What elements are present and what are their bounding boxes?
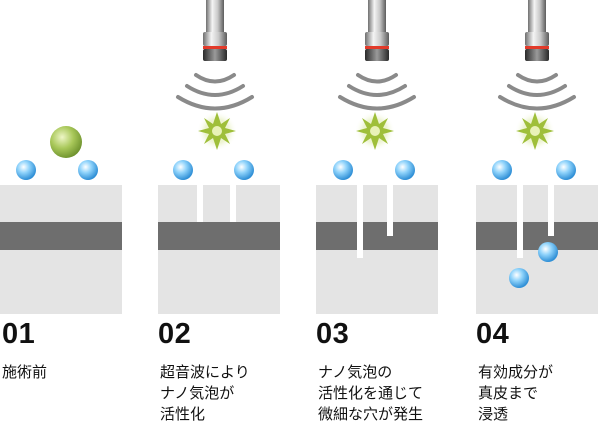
caption-line: 真皮まで xyxy=(478,384,539,402)
step-2-number: 02 xyxy=(158,318,192,350)
burst-star-icon xyxy=(355,111,395,151)
step-3-caption: ナノ気泡の 活性化を通じて 微細な穴が発生 xyxy=(318,362,423,425)
skin-block xyxy=(316,185,438,314)
caption-line: 有効成分が xyxy=(478,363,554,381)
bubble-icon xyxy=(173,160,193,180)
caption-line: ナノ気泡が xyxy=(160,384,235,402)
step-2-caption: 超音波により ナノ気泡が 活性化 xyxy=(160,362,250,425)
caption-line: 微細な穴が発生 xyxy=(318,405,424,423)
skin-block xyxy=(0,185,122,314)
bubble-icon xyxy=(78,160,98,180)
bubble-icon xyxy=(509,268,529,288)
step-4-number: 04 xyxy=(476,318,510,350)
step-1-caption: 施術前 xyxy=(2,362,47,383)
ingredient-ball-icon xyxy=(50,126,82,158)
bubble-icon xyxy=(234,160,254,180)
step-1-illustration xyxy=(0,126,122,314)
step-4-caption: 有効成分が 真皮まで 浸透 xyxy=(478,362,553,425)
caption-line: 活性化を通じて xyxy=(318,384,424,402)
skin-block xyxy=(476,185,598,314)
bubble-icon xyxy=(395,160,415,180)
caption-line: 活性化 xyxy=(160,405,206,423)
caption-line: 超音波により xyxy=(160,363,250,381)
caption-line: 浸透 xyxy=(478,405,509,423)
bubble-icon xyxy=(538,242,558,262)
step-4-illustration xyxy=(476,0,598,314)
skin-block xyxy=(158,185,280,314)
step-2-illustration xyxy=(158,0,280,314)
bubble-icon xyxy=(492,160,512,180)
caption-line: ナノ気泡の xyxy=(318,363,393,381)
bubble-icon xyxy=(16,160,36,180)
ultrasound-probe-icon xyxy=(203,0,227,61)
sound-wave-icon xyxy=(176,73,254,111)
bubble-icon xyxy=(556,160,576,180)
step-3-illustration xyxy=(316,0,438,314)
caption-line: 施術前 xyxy=(2,363,48,381)
burst-star-icon xyxy=(197,111,237,151)
bubble-icon xyxy=(333,160,353,180)
step-3-number: 03 xyxy=(316,318,350,350)
step-1-number: 01 xyxy=(2,318,36,350)
sound-wave-icon xyxy=(338,73,416,111)
sound-wave-icon xyxy=(498,73,576,111)
burst-star-icon xyxy=(515,111,555,151)
ultrasound-probe-icon xyxy=(525,0,549,61)
ultrasound-probe-icon xyxy=(365,0,389,61)
